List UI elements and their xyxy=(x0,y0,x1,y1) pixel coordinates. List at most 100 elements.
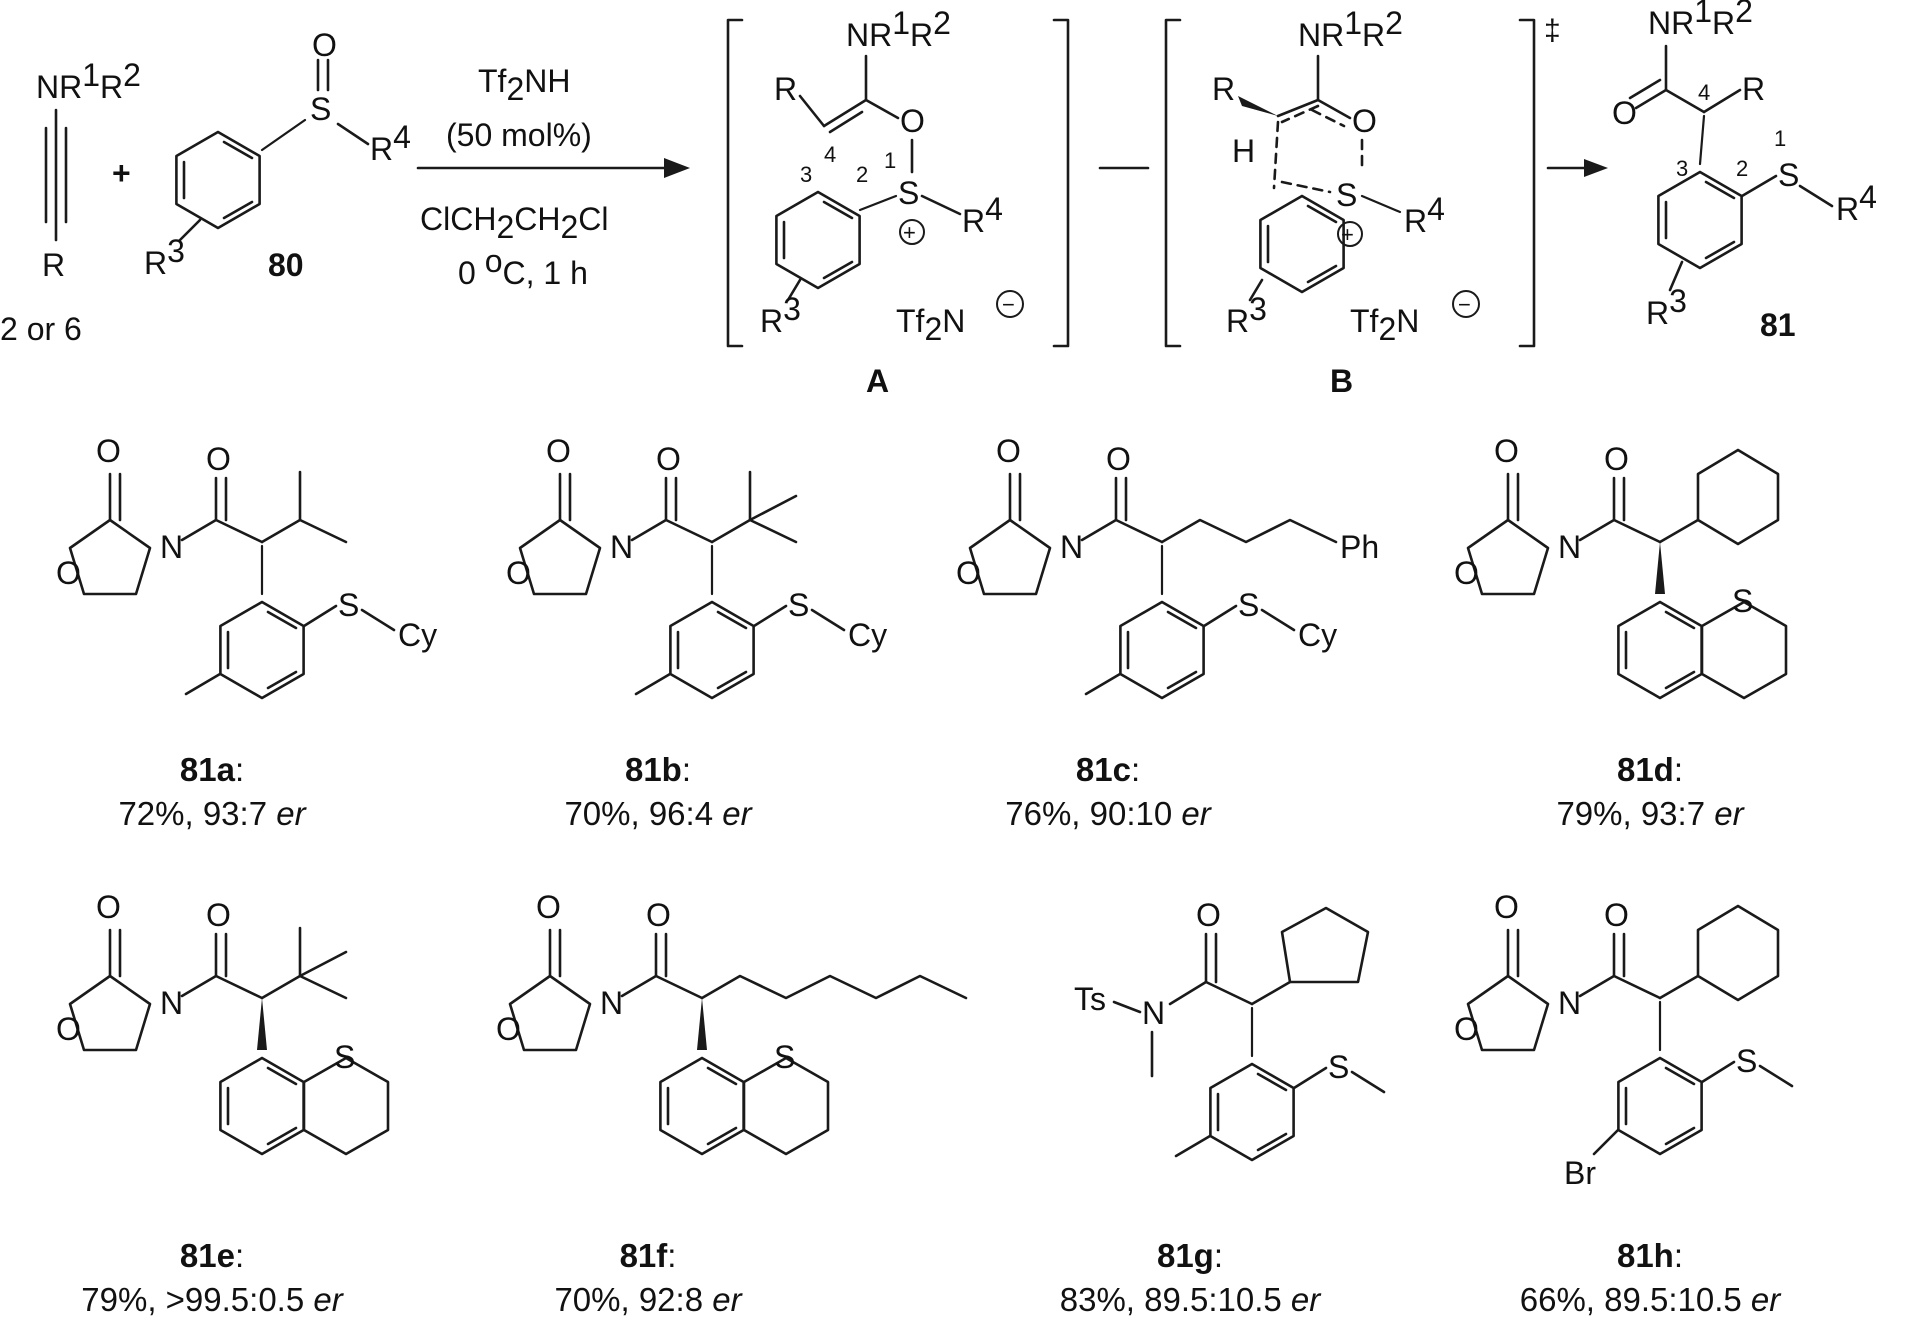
svg-text:O: O xyxy=(1612,95,1637,131)
svg-text:Tf2N: Tf2N xyxy=(896,303,965,347)
svg-text:+: + xyxy=(903,220,916,245)
svg-text:S: S xyxy=(338,587,359,623)
compound-id: 81h xyxy=(1616,1237,1674,1274)
svg-text:H: H xyxy=(1232,133,1255,169)
caption-colon: : xyxy=(1130,751,1141,788)
structure-81f: O O N O S xyxy=(496,889,968,1156)
caption-81c: 81c: 76%, 90:10 er xyxy=(918,748,1298,836)
svg-text:N: N xyxy=(1060,529,1083,565)
svg-text:O: O xyxy=(1106,441,1131,477)
svg-text:3: 3 xyxy=(800,162,812,187)
svg-text:R4: R4 xyxy=(962,191,1003,239)
svg-text:O: O xyxy=(96,889,121,925)
svg-text:O: O xyxy=(996,433,1021,469)
svg-text:R4: R4 xyxy=(370,119,411,167)
svg-text:S: S xyxy=(788,587,809,623)
svg-text:0 oC, 1 h: 0 oC, 1 h xyxy=(458,243,588,291)
caption-colon: : xyxy=(1213,1237,1224,1274)
svg-text:N: N xyxy=(610,529,633,565)
svg-text:Cy: Cy xyxy=(1298,617,1337,653)
svg-text:O: O xyxy=(1604,441,1629,477)
compound-id: 81g xyxy=(1156,1237,1214,1274)
svg-text:Tf2N: Tf2N xyxy=(1350,303,1419,347)
intermediate-a-structure: NR1R2 R O 4 3 2 1 S R4 + R3 Tf2N − A xyxy=(726,5,1070,399)
svg-text:O: O xyxy=(96,433,121,469)
svg-text:Cy: Cy xyxy=(848,617,887,653)
compound-id: 81b xyxy=(624,751,682,788)
er-label: er xyxy=(1714,795,1744,832)
caption-81d: 81d: 79%, 93:7 er xyxy=(1460,748,1840,836)
structure-81g: Ts N O S xyxy=(1074,897,1386,1162)
svg-text:O: O xyxy=(206,441,231,477)
svg-text:O: O xyxy=(506,555,531,591)
svg-text:Tf2NH: Tf2NH xyxy=(478,63,570,107)
svg-text:O: O xyxy=(900,103,925,139)
svg-text:NR1R2: NR1R2 xyxy=(1298,5,1403,53)
svg-text:S: S xyxy=(898,175,919,211)
svg-text:4: 4 xyxy=(1698,80,1710,105)
svg-text:N: N xyxy=(1558,529,1581,565)
svg-text:O: O xyxy=(956,555,981,591)
caption-colon: : xyxy=(681,751,692,788)
svg-text:Ph: Ph xyxy=(1340,529,1379,565)
svg-text:O: O xyxy=(1352,103,1377,139)
yield-er: 72%, 93:7 xyxy=(118,795,277,832)
svg-text:S: S xyxy=(1732,583,1753,619)
svg-text:N: N xyxy=(160,985,183,1021)
svg-text:R4: R4 xyxy=(1836,179,1877,227)
svg-text:3: 3 xyxy=(1676,156,1688,181)
svg-text:N: N xyxy=(160,529,183,565)
caption-81a: 81a: 72%, 93:7 er xyxy=(22,748,402,836)
svg-text:80: 80 xyxy=(268,247,304,283)
yield-er: 79%, 93:7 xyxy=(1556,795,1715,832)
svg-text:(50 mol%): (50 mol%) xyxy=(446,117,592,153)
svg-text:O: O xyxy=(1604,897,1629,933)
svg-text:S: S xyxy=(1736,1043,1757,1079)
caption-colon: : xyxy=(1673,751,1684,788)
svg-text:O: O xyxy=(546,433,571,469)
svg-text:O: O xyxy=(56,1011,81,1047)
caption-81e: 81e: 79%, >99.5:0.5 er xyxy=(22,1234,402,1322)
er-label: er xyxy=(1290,1281,1321,1318)
caption-colon: : xyxy=(234,751,245,788)
svg-text:NR1R2: NR1R2 xyxy=(36,57,141,105)
svg-text:N: N xyxy=(600,985,623,1021)
svg-text:R3: R3 xyxy=(1646,283,1687,331)
ynamide-structure: NR1R2 R 2 or 6 xyxy=(0,57,141,347)
compound-id: 81a xyxy=(179,751,235,788)
caption-81h: 81h: 66%, 89.5:10.5 er xyxy=(1460,1234,1840,1322)
svg-text:O: O xyxy=(1454,555,1479,591)
caption-colon: : xyxy=(1673,1237,1684,1274)
svg-text:Ts: Ts xyxy=(1074,981,1106,1017)
structure-81a: O O N O S Cy xyxy=(56,433,437,700)
compound-id: 81e xyxy=(179,1237,235,1274)
reaction-arrow-1: Tf2NH (50 mol%) ClCH2CH2Cl 0 oC, 1 h xyxy=(416,63,690,291)
svg-text:+: + xyxy=(1341,222,1354,247)
svg-text:O: O xyxy=(312,27,337,63)
svg-text:O: O xyxy=(1196,897,1221,933)
plus-sign: + xyxy=(112,155,131,191)
svg-text:R3: R3 xyxy=(760,291,801,339)
svg-text:S: S xyxy=(1238,587,1259,623)
svg-text:NR1R2: NR1R2 xyxy=(1648,0,1753,41)
er-label: er xyxy=(1750,1281,1781,1318)
svg-text:O: O xyxy=(656,441,681,477)
yield-er: 66%, 89.5:10.5 xyxy=(1519,1281,1751,1318)
caption-81g: 81g: 83%, 89.5:10.5 er xyxy=(1000,1234,1380,1322)
svg-text:Br: Br xyxy=(1564,1155,1596,1191)
svg-text:R: R xyxy=(42,247,65,283)
yield-er: 83%, 89.5:10.5 xyxy=(1059,1281,1291,1318)
sulfoxide-80-structure: S O R4 R3 80 xyxy=(144,27,411,283)
svg-text:R3: R3 xyxy=(1226,291,1267,339)
er-label: er xyxy=(313,1281,343,1318)
svg-text:O: O xyxy=(1454,1011,1479,1047)
svg-text:Cy: Cy xyxy=(398,617,437,653)
svg-text:R4: R4 xyxy=(1404,191,1445,239)
svg-text:A: A xyxy=(866,363,889,399)
svg-text:O: O xyxy=(206,897,231,933)
svg-text:−: − xyxy=(1002,292,1015,317)
svg-text:S: S xyxy=(1328,1049,1349,1085)
svg-text:4: 4 xyxy=(824,142,836,167)
svg-text:N: N xyxy=(1142,995,1165,1031)
